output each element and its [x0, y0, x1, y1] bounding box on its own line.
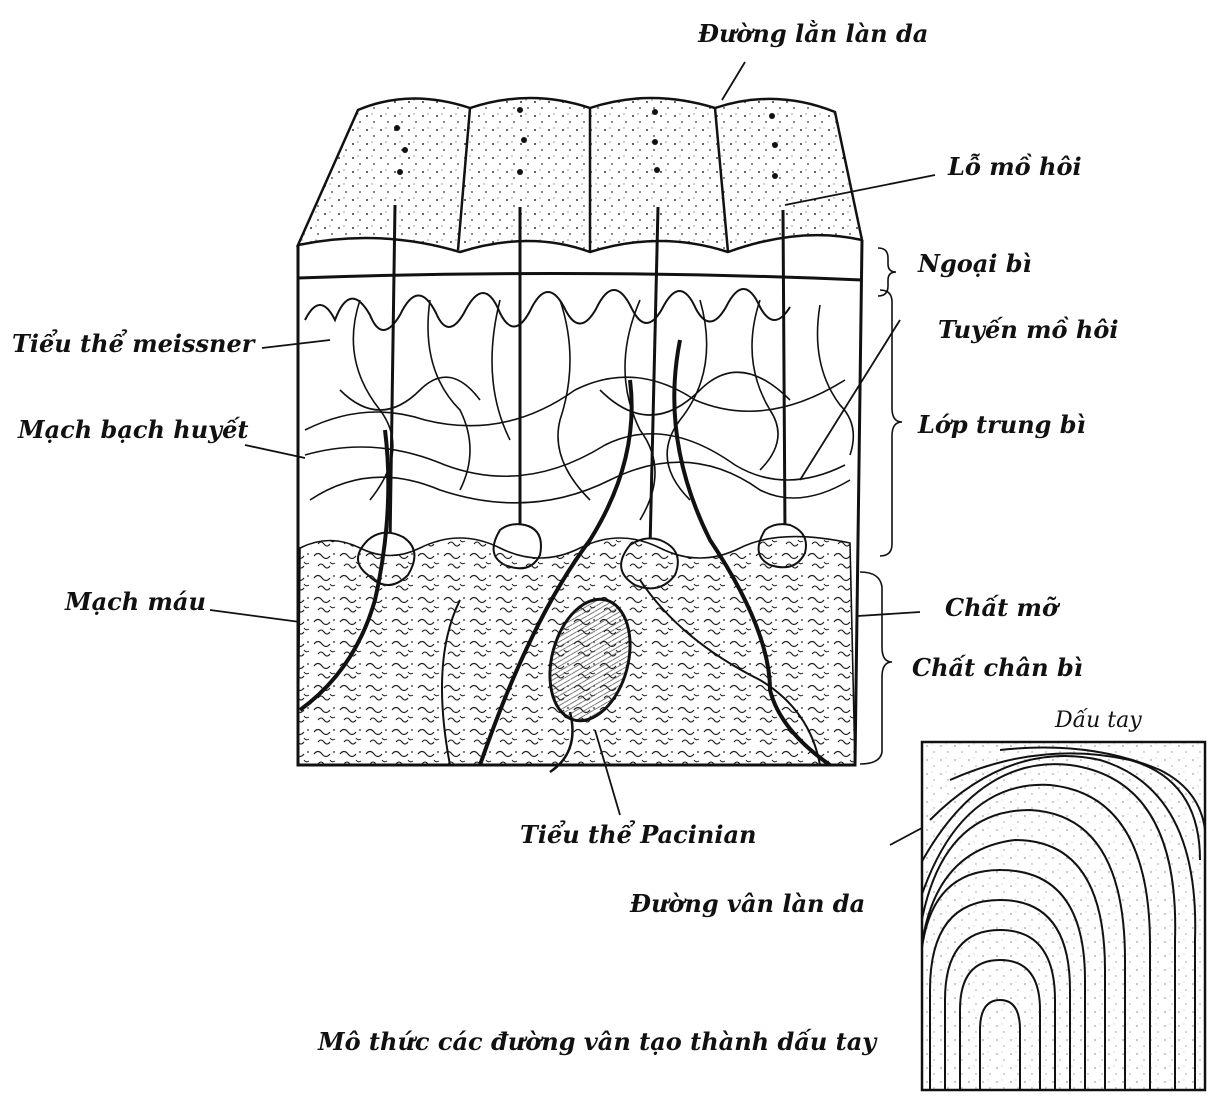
label-lymph-vessel: Mạch bạch huyết	[18, 418, 248, 442]
label-surface-ridge: Đường lằn làn da	[698, 22, 928, 46]
fingerprint-image	[920, 742, 1205, 1093]
label-sweat-pore: Lỗ mồ hôi	[948, 155, 1082, 179]
brace-ngoai-bi	[878, 248, 896, 296]
label-skin-ridge-line: Đường vân làn da	[630, 892, 865, 916]
label-dermis: Lớp trung bì	[918, 413, 1086, 437]
label-meissner: Tiểu thể meissner	[12, 332, 254, 356]
dermal-papillae	[305, 289, 790, 330]
label-hypodermis: Chất chân bì	[912, 656, 1083, 680]
label-fingerprint: Dấu tay	[1055, 710, 1142, 732]
label-epidermis: Ngoại bì	[918, 252, 1032, 276]
figure-caption: Mô thức các đường vân tạo thành dấu tay	[318, 1030, 876, 1054]
label-fat: Chất mỡ	[945, 596, 1058, 620]
brace-chan-bi	[860, 572, 892, 764]
label-pacinian: Tiểu thể Pacinian	[520, 823, 756, 847]
label-sweat-gland: Tuyến mồ hôi	[938, 318, 1118, 342]
brace-trung-bi	[880, 290, 902, 556]
label-blood-vessel: Mạch máu	[65, 590, 206, 614]
